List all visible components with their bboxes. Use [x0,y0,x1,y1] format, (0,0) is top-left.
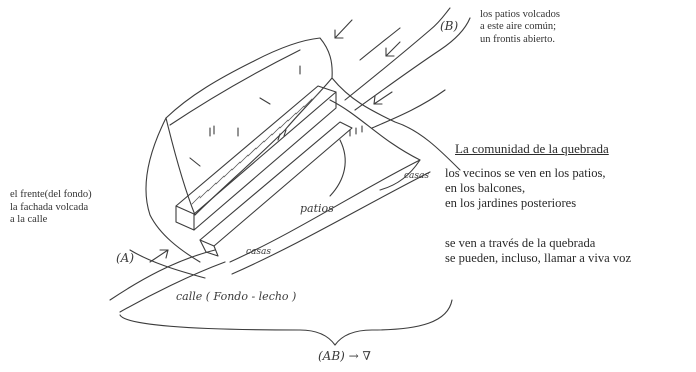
community-text-1: los vecinos se ven en los patios, en los… [445,166,606,211]
building-bar-front [175,205,195,231]
community-line-4: se ven a través de la quebrada [445,236,596,250]
flow-line-1 [344,7,451,101]
calle-line-1 [109,249,216,301]
brace [119,299,453,346]
patios-note: los patios volcados a este aire común; u… [480,9,560,46]
building-hatching [191,91,321,205]
frente-note-line-2: la fachada volcada [10,201,89,213]
label-a: (A) [116,251,134,265]
label-b: (B) [440,19,459,33]
label-ab: (AB) → ∇ [318,349,371,363]
patios-note-line-2: a este aire común; [480,21,557,33]
arrow-b-right [385,41,401,57]
frente-note: el frente(del fondo) la fachada volcada … [10,189,92,227]
arrow-b-top [334,19,353,39]
label-patios: patios [300,202,334,215]
patios-note-line-3: un frontis abierto. [480,33,555,45]
building-bar-side [193,91,337,231]
community-line-3: en los jardines posteriores [445,196,577,210]
upper-hill-outline [165,37,333,216]
community-line-2: en los balcones, [445,181,526,195]
community-line-1: los vecinos se ven en los patios, [445,166,606,180]
left-slope [145,117,201,263]
patios-note-line-1: los patios volcados [480,9,560,20]
frente-note-line-1: el frente(del fondo) [10,189,92,200]
frente-note-line-3: a la calle [10,214,48,226]
community-line-5: se pueden, incluso, llamar a viva voz [445,251,632,265]
arrow-a [149,249,169,263]
flow-line-3 [359,27,401,61]
label-calle: calle ( Fondo - lecho ) [176,290,296,303]
label-casas-bottom: casas [246,247,271,257]
flow-line-2 [354,17,471,111]
lower-building [199,121,353,247]
right-hill [331,77,461,171]
arrow-b-mid [373,91,393,105]
upper-hill-ridge [169,49,301,126]
label-casas-right: casas [404,171,429,181]
calle-line-2 [119,261,226,313]
community-text-2: se ven a través de la quebrada se pueden… [445,236,631,266]
community-title: La comunidad de la quebrada [455,141,609,156]
